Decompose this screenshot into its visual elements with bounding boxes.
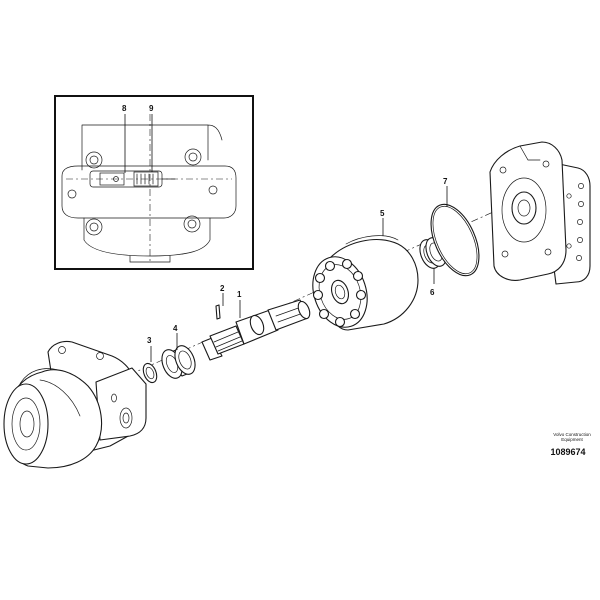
callout-2: 2	[220, 284, 225, 293]
o-ring: 7	[430, 177, 480, 277]
drive-shaft: 1	[201, 290, 311, 361]
drawing-number: 1089674	[550, 447, 586, 457]
motor-housing	[3, 340, 147, 469]
shaft-key: 2	[215, 284, 225, 320]
cylinder-block: 5	[312, 209, 419, 331]
end-cover	[489, 141, 591, 285]
inset-detail-view: 8 9	[54, 95, 254, 270]
shaft-bearing: 4	[161, 324, 196, 379]
callout-8: 8	[122, 104, 127, 113]
credit-line-1: Volvo Construction	[553, 432, 591, 437]
callout-6: 6	[430, 288, 435, 297]
credit-line-2: Equipment	[561, 437, 583, 442]
callout-1: 1	[237, 290, 242, 299]
callout-9: 9	[149, 104, 154, 113]
callout-3: 3	[147, 336, 152, 345]
retaining-ring: 3	[142, 336, 158, 384]
callout-5: 5	[380, 209, 385, 218]
callout-4: 4	[173, 324, 178, 333]
manufacturer-credit: Volvo Construction Equipment	[548, 432, 596, 442]
callout-7: 7	[443, 177, 448, 186]
